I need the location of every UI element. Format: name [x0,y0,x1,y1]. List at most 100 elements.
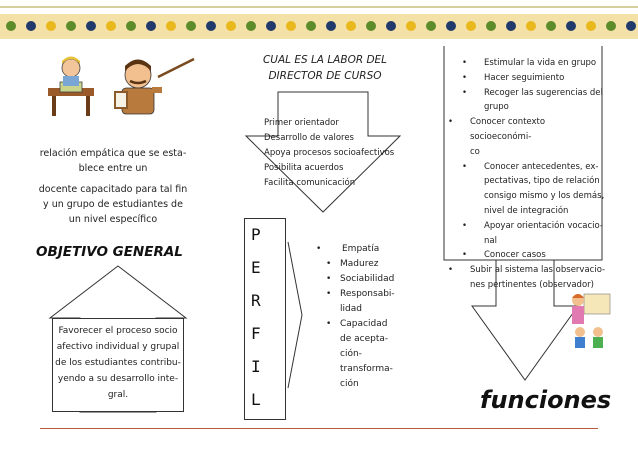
labor-heading: CUAL ES LA LABOR DEL DIRECTOR DE CURSO [252,52,398,84]
funciones-down-arrow [471,259,579,381]
funcion-line: consigo mismo y los demás, [446,189,606,204]
perfil-item: ción [340,379,359,389]
bullet-icon: • [462,58,468,68]
border-dot [166,21,176,31]
labor-item: Posibilita acuerdos [264,163,344,173]
border-dot [146,21,156,31]
border-dot [66,21,76,31]
funcion-line: nivel de integración [446,204,606,219]
border-dot [46,21,56,31]
border-dot [86,21,96,31]
objective-text: Favorecer el proceso socio afectivo indiv… [53,319,183,403]
bullet-icon: • [462,161,468,172]
border-dot [506,21,516,31]
border-dot [126,21,136,31]
definition-line: docente capacitado para tal fin [38,184,188,195]
perfil-letter: L [251,390,261,409]
border-dot [606,21,616,31]
perfil-item: Madurez• [326,257,404,272]
labor-heading-line: CUAL ES LA LABOR DEL [262,54,388,66]
border-dot [326,21,336,31]
perfil-letter: R [251,291,261,310]
labor-item: Facilita comunicación [264,178,356,188]
perfil-list: Empatía Madurez•Sociabilidad•Responsabi-… [314,242,404,392]
objective-line: de los estudiantes contribu- [55,358,181,368]
labor-heading-line: DIRECTOR DE CURSO [268,70,382,82]
definition-line: blece entre un [78,163,148,174]
funciones-list: •Estimular la vida en grupo•Hacer seguim… [446,56,606,293]
funcion-line: co [446,145,606,160]
funcion-text: consigo mismo y los demás, [484,191,605,202]
objective-line: yendo a su desarrollo inte- [57,374,179,384]
border-dot [106,21,116,31]
funcion-text: nes pertinentes (observador) [470,279,594,290]
perfil-main-label: Empatía [342,244,380,254]
perfil-item: Responsabi-• [326,287,404,302]
bullet-icon: • [326,274,332,284]
border-dot [626,21,636,31]
perfil-letter: I [251,357,261,376]
perfil-main-item: Empatía [316,242,404,257]
funcion-text: pectativas, tipo de relación [484,176,600,187]
bullet-icon: • [326,259,332,269]
objective-box: Favorecer el proceso socio afectivo indiv… [52,318,184,412]
bullet-icon: • [462,250,468,261]
funcion-line: nal [446,234,606,249]
funcion-line: •Subir al sistema las observacio- [446,263,606,278]
border-dot [6,21,16,31]
teacher-pointer-clipart [114,57,195,115]
funciones-label: funciones [480,386,612,414]
bullet-icon: • [462,72,468,83]
border-dot [206,21,216,31]
labor-item: Apoya procesos socioafectivos [264,148,395,158]
border-dot [346,21,356,31]
bullet-icon: • [448,117,454,128]
perfil-letter: E [251,258,261,277]
down-arrow-shape [244,91,402,213]
border-dot [226,21,236,31]
funcion-text: Apoyar orientación vocacio- [484,220,603,231]
classroom-teacher-clipart [572,293,611,348]
funcion-text: nivel de integración [484,205,569,216]
funcion-text: Conocer contexto socioeconómi- [470,117,546,142]
funcion-line: •Recoger las sugerencias del [446,86,606,101]
border-dot [426,21,436,31]
objective-line: Favorecer el proceso socio [58,326,178,336]
funcion-line: • Hacer seguimiento [446,71,606,86]
decorative-border [0,0,638,44]
border-dot [386,21,396,31]
perfil-item: Capacidad• [326,317,404,332]
border-dot [466,21,476,31]
funcion-text: Hacer seguimiento [484,72,565,83]
border-dot [446,21,456,31]
funcion-line: •Conocer casos [446,248,606,263]
perfil-item: lidad [340,304,362,314]
funcion-text: co [470,146,480,157]
objective-line: afectivo individual y grupal [56,342,180,352]
funcion-line: •Estimular la vida en grupo [446,56,606,71]
funcion-line: pectativas, tipo de relación [446,174,606,189]
funcion-line: grupo [446,100,606,115]
border-dot [266,21,276,31]
objective-line: gral. [107,390,129,400]
border-dot [546,21,556,31]
border-dot [306,21,316,31]
funcion-text: Conocer antecedentes, ex- [484,161,599,172]
objective-heading: OBJETIVO GENERAL [36,244,183,260]
bullet-icon: • [462,220,468,231]
border-dot [366,21,376,31]
perfil-item: transforma- [340,364,393,374]
student-desk-clipart [48,56,94,116]
perfil-letter: F [251,324,261,343]
funcion-text: grupo [484,102,509,113]
definition-text: relación empática que se esta- blece ent… [38,146,188,227]
funcion-line: • Conocer antecedentes, ex- [446,160,606,175]
perfil-item: ción- [340,349,362,359]
funcion-line: nes pertinentes (observador) [446,278,606,293]
border-dot [406,21,416,31]
perfil-item: Sociabilidad• [326,272,404,287]
definition-line: y un grupo de estudiantes de [43,199,183,210]
border-dot [246,21,256,31]
